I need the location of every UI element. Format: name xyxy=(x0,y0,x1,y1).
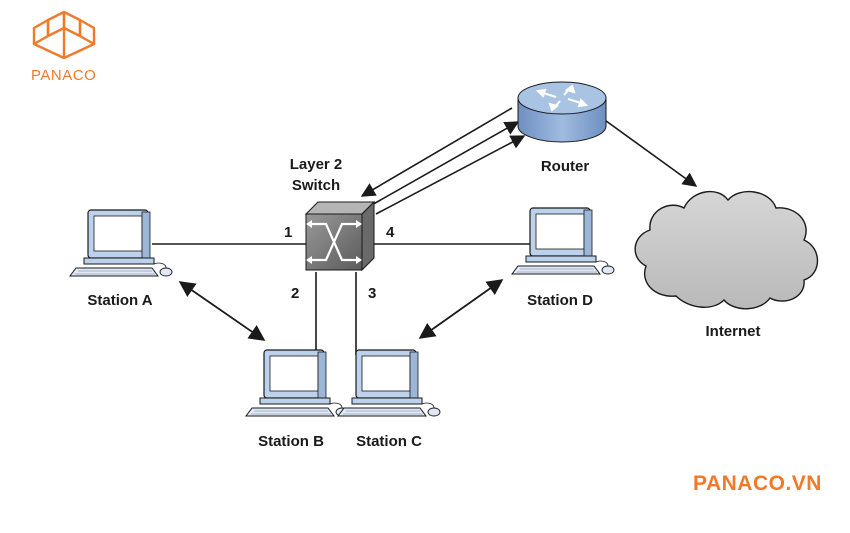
station-a-label: Station A xyxy=(87,292,152,309)
computer-icon-station-d xyxy=(511,207,615,275)
switch-icon xyxy=(304,200,376,272)
brand-logo: PANACO xyxy=(31,10,96,84)
station-d-label: Station D xyxy=(527,292,593,309)
computer-icon-station-b xyxy=(245,349,349,417)
switch-label-line2: Switch xyxy=(292,177,340,194)
open-book-logo-icon xyxy=(32,10,96,60)
footer-brand-text: PANACO.VN xyxy=(693,472,822,495)
arrow-station-d-c xyxy=(418,279,504,339)
router-label: Router xyxy=(541,158,589,175)
port-3-label: 3 xyxy=(368,285,376,302)
computer-icon-station-c xyxy=(337,349,441,417)
station-traffic-arrows xyxy=(178,279,504,341)
port-4-label: 4 xyxy=(386,224,395,241)
internet-label: Internet xyxy=(705,323,760,340)
station-b-label: Station B xyxy=(258,433,324,450)
port-1-label: 1 xyxy=(284,224,292,241)
logo-text: PANACO xyxy=(31,67,96,84)
computer-icon-station-a xyxy=(69,209,173,277)
switch-router-arrows xyxy=(360,107,526,215)
station-c-label: Station C xyxy=(356,433,422,450)
links xyxy=(152,117,698,355)
switch-label-line1: Layer 2 xyxy=(290,156,343,173)
port-2-label: 2 xyxy=(291,285,299,302)
router-icon xyxy=(517,81,607,143)
cloud-icon xyxy=(634,190,819,310)
arrow-station-a-b xyxy=(178,281,266,341)
link-router-internet xyxy=(601,117,698,187)
